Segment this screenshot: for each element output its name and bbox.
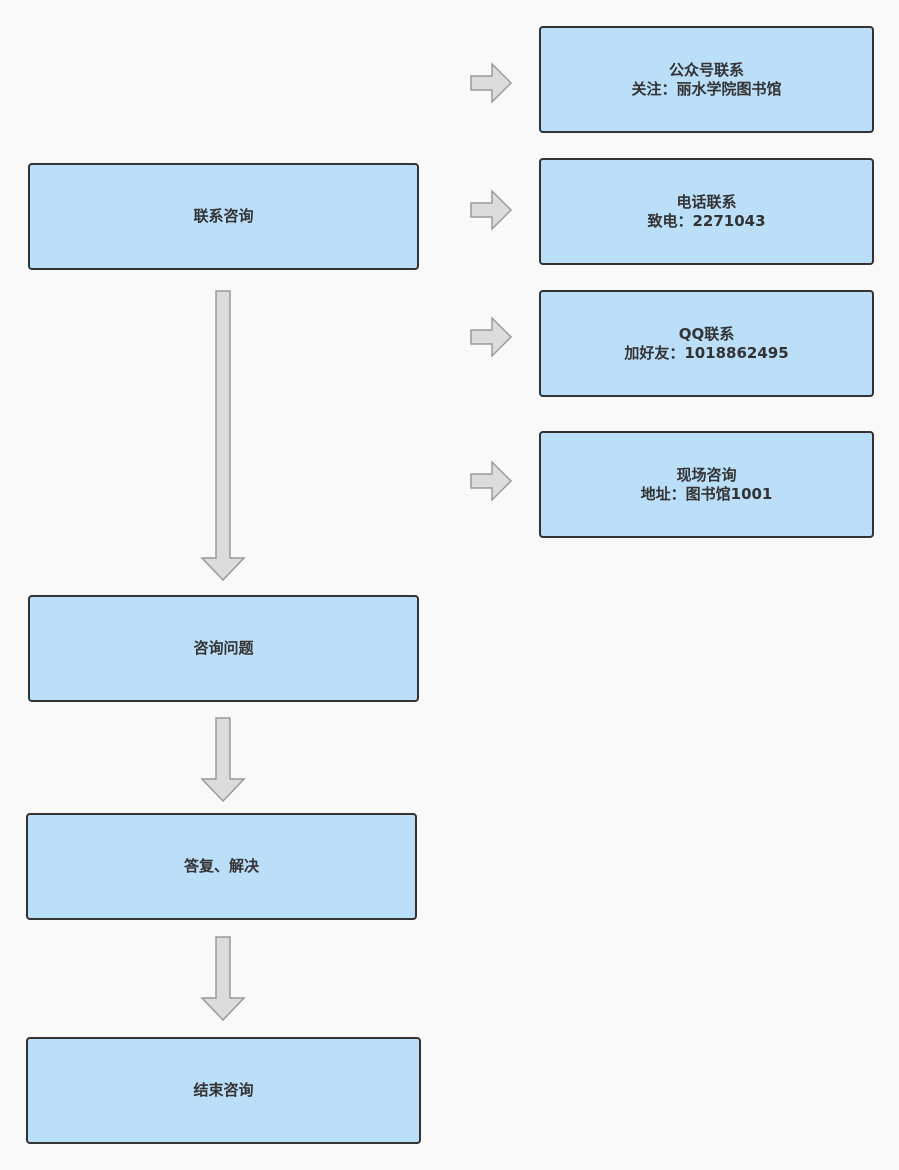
answer-resolve-label: 答复、解决 — [183, 857, 259, 875]
channel-onsite-title: 现场咨询 — [676, 465, 737, 484]
consult-question-label: 咨询问题 — [193, 639, 254, 657]
consult-question-box: 咨询问题 — [28, 595, 419, 702]
channel-phone-detail: 致电：2271043 — [647, 211, 766, 230]
end-consult-label: 结束咨询 — [193, 1081, 254, 1099]
channel-phone-title: 电话联系 — [676, 192, 737, 211]
channel-wechat-title: 公众号联系 — [668, 60, 744, 79]
right-arrow-icon — [470, 189, 513, 231]
down-arrow-icon — [200, 290, 246, 582]
contact-consult-label: 联系咨询 — [193, 207, 254, 225]
down-arrow-icon — [200, 936, 246, 1022]
channel-qq-box: QQ联系 加好友：1018862495 — [539, 290, 874, 397]
down-arrow-icon — [200, 717, 246, 803]
answer-resolve-box: 答复、解决 — [26, 813, 417, 920]
channel-onsite-box: 现场咨询 地址：图书馆1001 — [539, 431, 874, 538]
channel-qq-detail: 加好友：1018862495 — [624, 343, 789, 362]
channel-qq-title: QQ联系 — [678, 324, 735, 343]
channel-wechat-box: 公众号联系 关注：丽水学院图书馆 — [539, 26, 874, 133]
end-consult-box: 结束咨询 — [26, 1037, 421, 1144]
right-arrow-icon — [470, 316, 513, 358]
channel-wechat-detail: 关注：丽水学院图书馆 — [631, 79, 782, 98]
right-arrow-icon — [470, 460, 513, 502]
contact-consult-box: 联系咨询 — [28, 163, 419, 270]
channel-phone-box: 电话联系 致电：2271043 — [539, 158, 874, 265]
channel-onsite-detail: 地址：图书馆1001 — [640, 484, 773, 503]
right-arrow-icon — [470, 62, 513, 104]
